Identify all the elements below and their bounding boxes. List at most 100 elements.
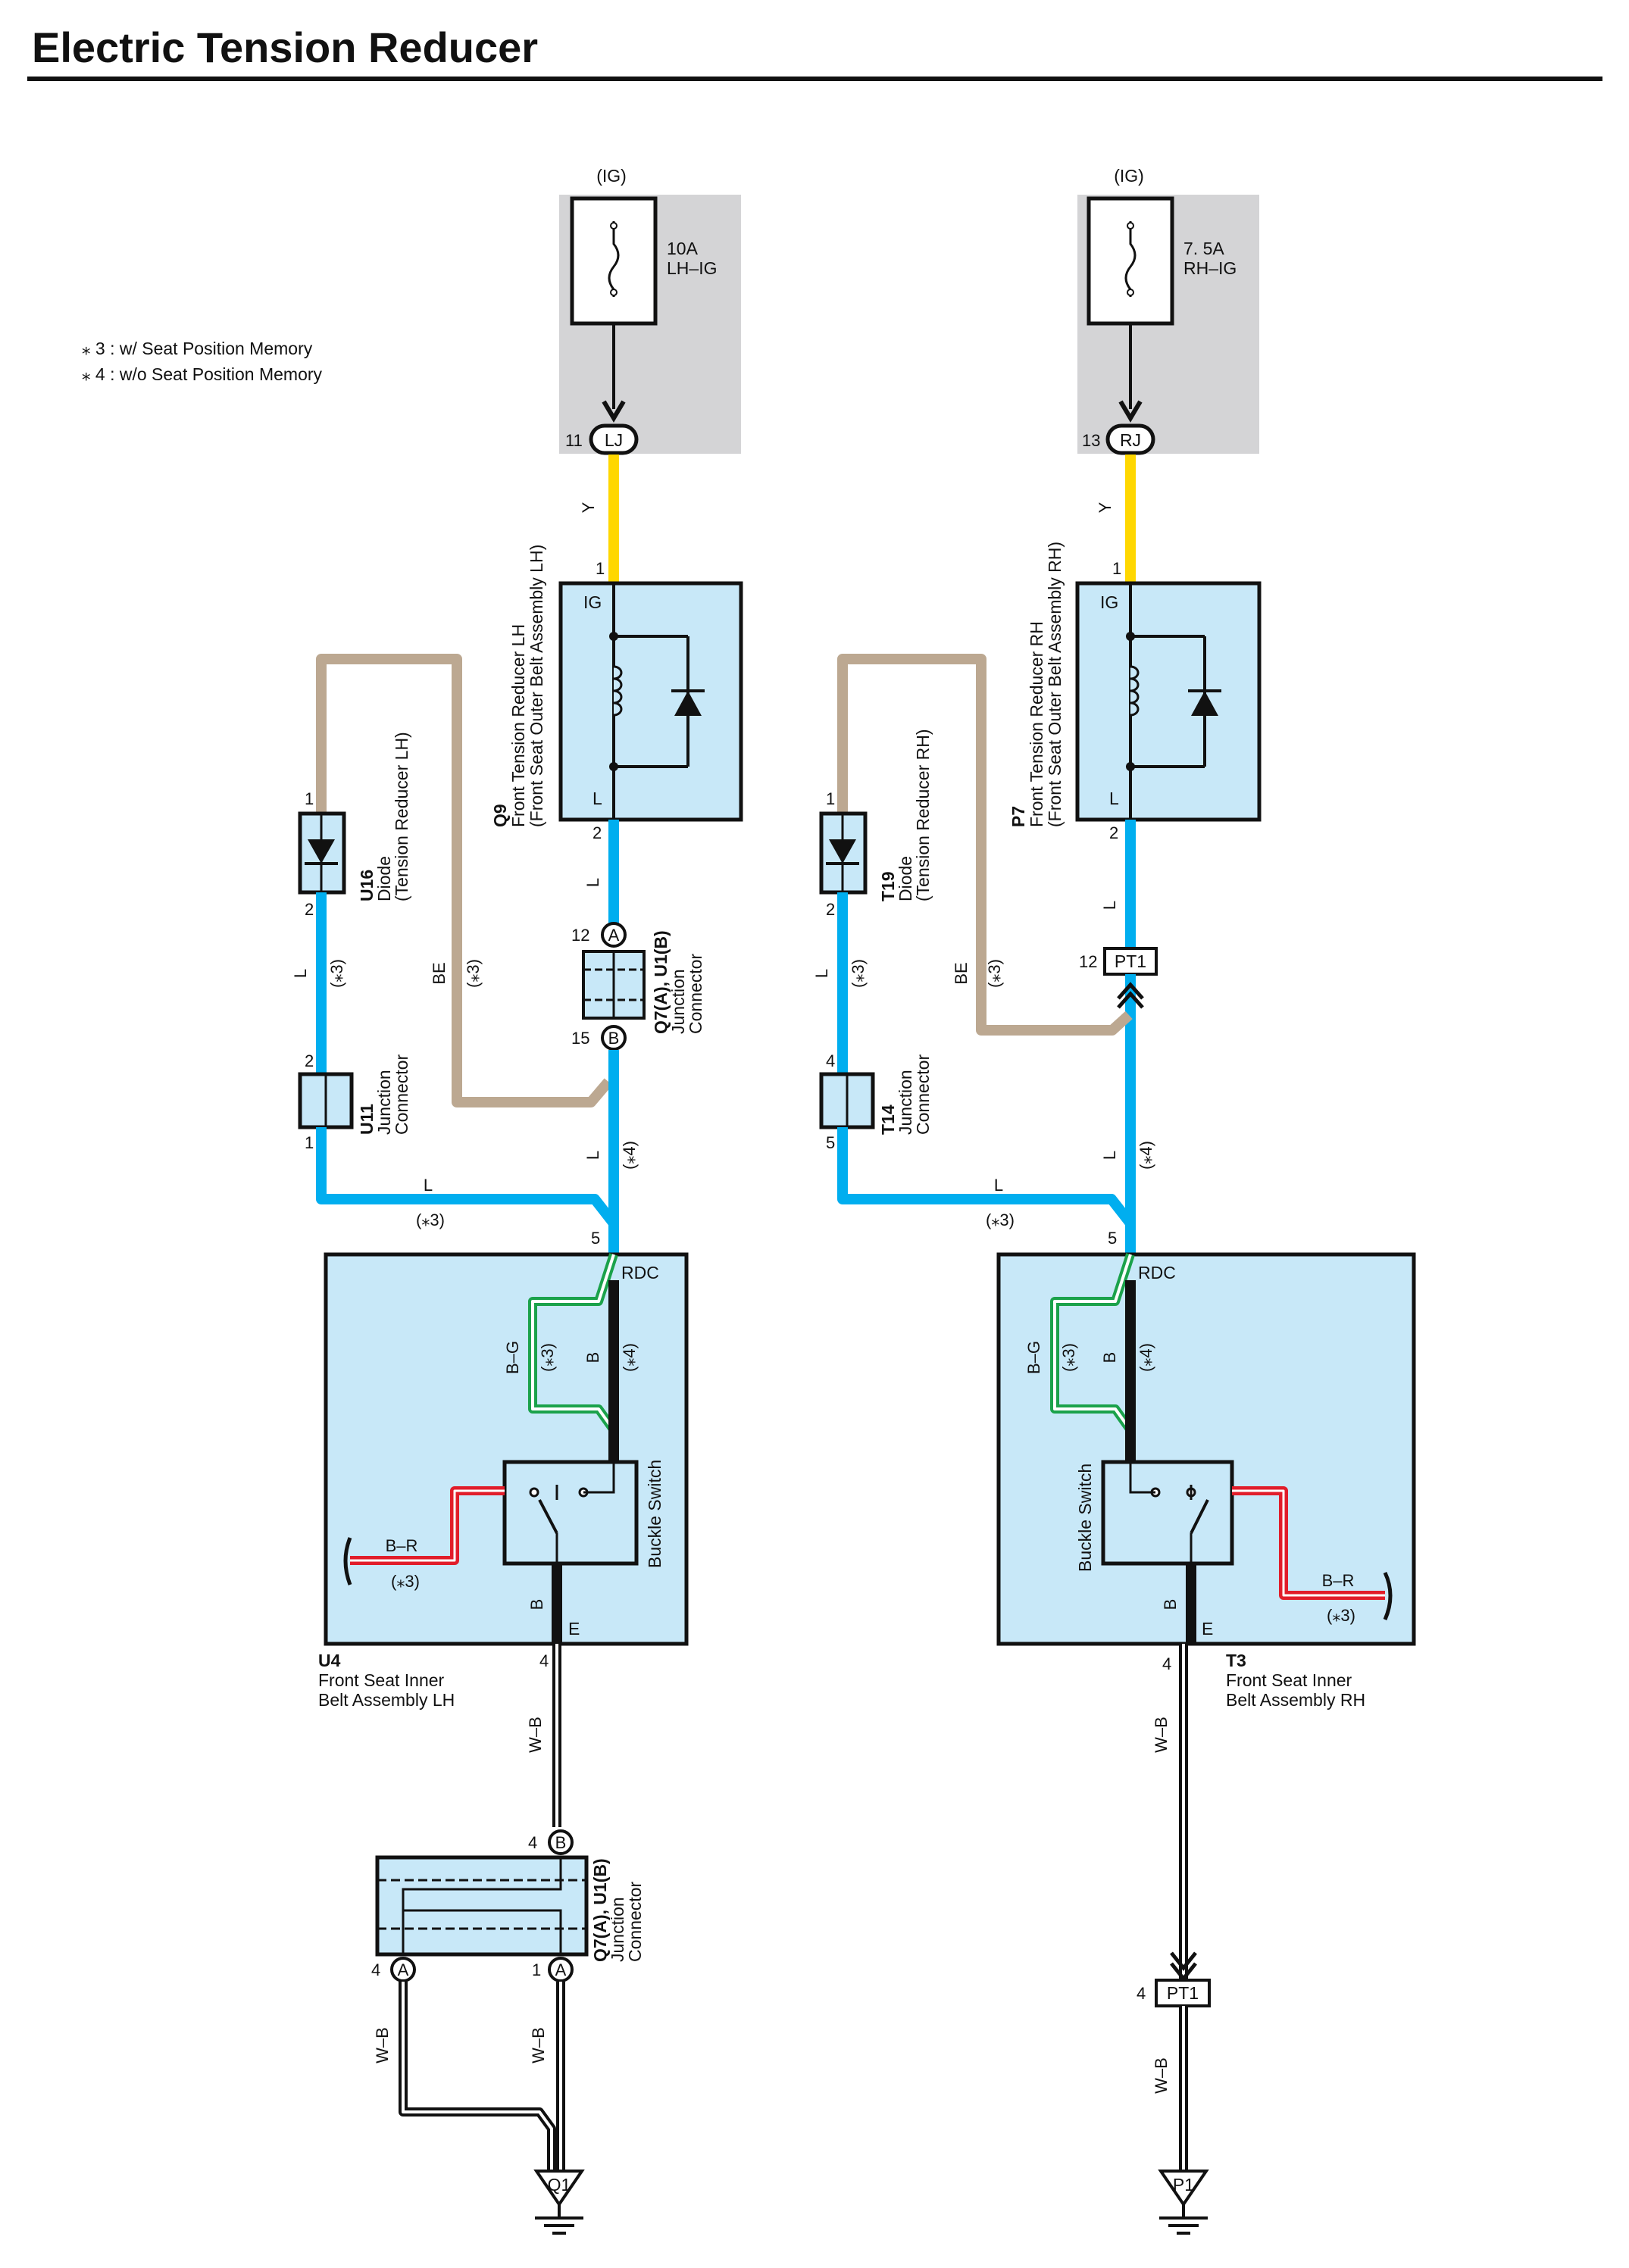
left-jc-mid-a (601, 922, 627, 948)
left-jc-bottom-name2: Connector (625, 1882, 645, 1962)
right-diode-icon (829, 839, 856, 864)
left-diode-name2: (Tension Reducer LH) (392, 732, 411, 901)
left-jc-bottom-a1 (390, 1957, 416, 1982)
right-belt-code: T3 (1226, 1651, 1246, 1670)
left-jc-mid-pin-b: 15 (571, 1029, 589, 1048)
left-wire-bg-label: B–G (503, 1341, 522, 1374)
right-tr-ig: IG (1100, 592, 1118, 612)
left-diode-name1: Diode (374, 856, 394, 901)
right-jc-top-pin: 13 (1082, 431, 1100, 450)
left-jc-top-pin: 11 (565, 431, 583, 450)
left-junction-pin-top: 2 (305, 1051, 314, 1070)
right-fuse-rating: 7. 5A (1183, 239, 1224, 258)
left-belt-assembly (324, 1252, 689, 1646)
left-wire-bg-note: (⁎3) (538, 1343, 557, 1372)
right-junction-name1: Junction (896, 1070, 915, 1135)
left-belt-rdc: RDC (621, 1263, 659, 1282)
left-switch-icon (538, 1499, 558, 1534)
left-jc-mid-b-label: B (608, 1029, 620, 1048)
left-fuse-rating: 10A (667, 239, 699, 258)
left-jc-bottom-a1-label: A (398, 1960, 409, 1979)
right-belt-e: E (1202, 1619, 1213, 1639)
left-jc-mid-name1: Junction (668, 969, 688, 1034)
left-junction-name2: Connector (392, 1054, 411, 1135)
right-switch-label: Buckle Switch (1075, 1464, 1095, 1572)
right-wire-br-note: (⁎3) (1327, 1606, 1355, 1625)
right-belt-pin-rdc: 5 (1108, 1229, 1117, 1248)
left-jc-mid-b (601, 1025, 627, 1051)
right-wire-be (837, 654, 1133, 1036)
right-junction-name2: Connector (913, 1054, 933, 1135)
right-wire-l-4 (837, 1127, 1136, 1257)
left-wire-wb-2-label: W–B (373, 2027, 392, 2063)
right-belt-rdc: RDC (1138, 1263, 1176, 1282)
left-jc-mid-a-label: A (608, 926, 620, 945)
right-buckle-switch (1101, 1460, 1234, 1566)
left-jc-bottom-pin-a2: 1 (532, 1960, 541, 1979)
right-connector-pt1-b (1155, 1979, 1211, 2007)
left-wire-br-note: (⁎3) (391, 1572, 420, 1591)
page-title: Electric Tension Reducer (32, 23, 538, 71)
right-diode-pin-bottom: 2 (826, 900, 835, 919)
left-belt-pin-e: 4 (539, 1651, 549, 1670)
right-jc-top-code: RJ (1120, 430, 1141, 450)
left-junction-name1: Junction (374, 1070, 394, 1135)
right-wire-bg-label: B–G (1024, 1341, 1043, 1374)
left-wire-l-3-label: L (583, 1151, 602, 1160)
left-tr-name1: Front Tension Reducer LH (508, 624, 528, 827)
left-tr-name2: (Front Seat Outer Belt Assembly LH) (527, 545, 546, 827)
left-jc-bottom-name1: Junction (608, 1897, 627, 1962)
left-wire-l-4 (316, 1127, 619, 1257)
left-belt-code: U4 (318, 1651, 341, 1670)
left-jc-bottom-b-label: B (555, 1833, 567, 1852)
left-jc-mid-name2: Connector (686, 954, 705, 1034)
right-wire-wb-2-label: W–B (1152, 2057, 1171, 2094)
right-jc-top-connector (1105, 423, 1155, 455)
left-switch-label: Buckle Switch (645, 1460, 664, 1568)
left-wire-wb-2 (399, 1982, 556, 2171)
left-wire-l-4-note: (⁎3) (416, 1211, 445, 1229)
left-ig-label: (IG) (596, 166, 627, 186)
left-wire-l-1-label: L (583, 878, 602, 887)
right-tr-pin-bottom: 2 (1109, 823, 1118, 842)
right-belt-assembly (996, 1252, 1416, 1646)
left-wire-y-label: Y (579, 501, 598, 513)
left-wire-b-note: (⁎4) (620, 1343, 639, 1372)
right-diode-pin-top: 1 (826, 789, 835, 808)
right-wire-be-label: BE (952, 962, 971, 984)
right-fuse (1087, 196, 1174, 326)
left-jc-bottom-b (548, 1829, 574, 1855)
right-belt-name1: Front Seat Inner (1226, 1670, 1352, 1690)
left-tr-pin-top: 1 (596, 559, 605, 578)
left-jc-bottom-a2-label: A (555, 1960, 567, 1979)
left-wire-l-3-note: (⁎4) (620, 1141, 639, 1170)
right-junction-pin-bottom: 5 (826, 1133, 835, 1152)
left-tr-coil-icon (613, 665, 623, 717)
left-wire-l-2-label: L (291, 969, 310, 978)
left-wire-b2-label: B (527, 1599, 546, 1610)
left-diode-code: U16 (357, 870, 377, 901)
right-tr-coil-icon (1130, 665, 1140, 717)
right-diode-code: T19 (878, 871, 898, 901)
right-wire-l-1-label: L (1100, 901, 1119, 910)
right-diode-name1: Diode (896, 856, 915, 901)
right-connector-pt1-b-pin: 4 (1137, 1984, 1146, 2003)
left-belt-e: E (568, 1619, 580, 1639)
left-jc-mid-code: Q7(A), U1(B) (651, 930, 671, 1034)
right-tension-reducer (1075, 581, 1262, 822)
right-diode-name2: (Tension Reducer RH) (913, 729, 933, 901)
right-wire-y-label: Y (1096, 501, 1115, 513)
left-junction-pin-bottom: 1 (305, 1133, 314, 1152)
left-jc-bottom-pin-a1: 4 (371, 1960, 380, 1979)
right-wire-br-label: B–R (1322, 1571, 1355, 1590)
left-fuse (570, 196, 658, 326)
right-connector-pt1 (1103, 947, 1158, 976)
note-3: ⁎ 3 : w/ Seat Position Memory (82, 339, 313, 358)
left-jc-top-code: LJ (605, 430, 623, 450)
left-tr-diode-icon (674, 691, 702, 716)
left-jc-bottom-pin-b: 4 (528, 1833, 537, 1852)
right-fuse-name: RH–IG (1183, 258, 1237, 278)
right-ground-label: P1 (1173, 2175, 1194, 2195)
right-junction-pin-top: 4 (826, 1051, 835, 1070)
left-wire-be-label: BE (430, 962, 449, 984)
